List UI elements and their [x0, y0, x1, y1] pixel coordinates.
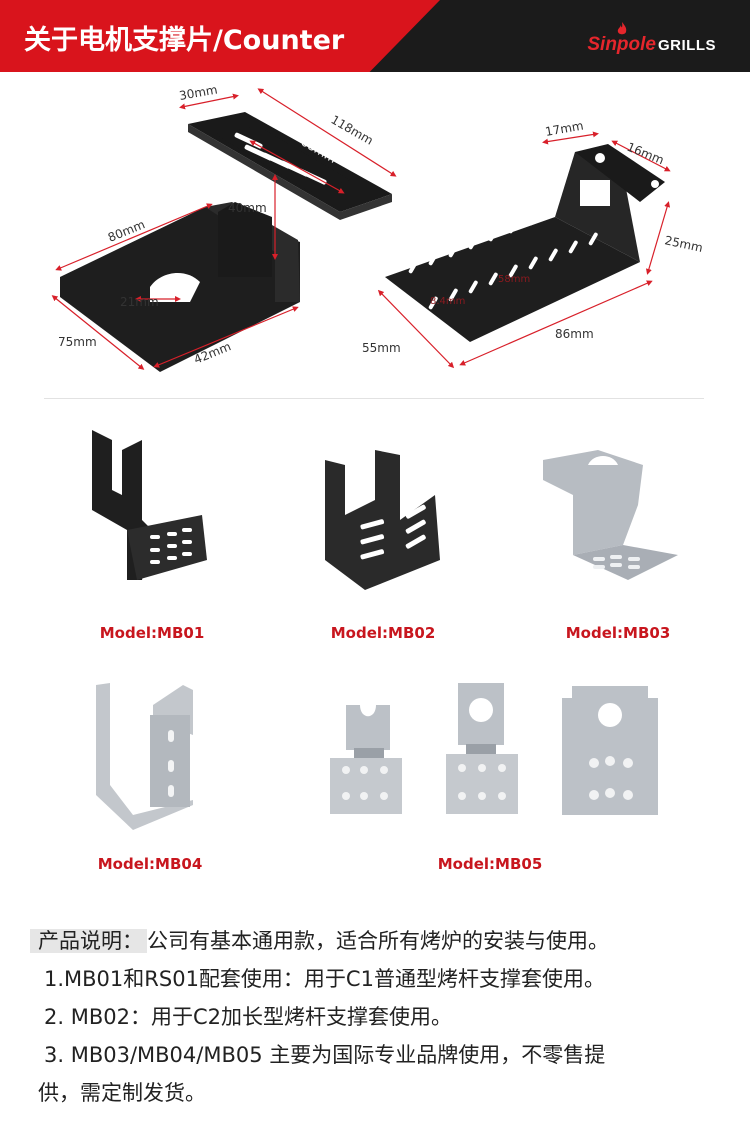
header-red-band — [0, 0, 440, 72]
model-label-mb05: Model:MB05 — [437, 855, 543, 873]
section-divider — [44, 398, 704, 399]
dim-label: 30mm — [178, 82, 219, 102]
description-intro-line: 产品说明：公司有基本通用款，适合所有烤炉的安装与使用。 — [30, 922, 730, 960]
description-item: 2. MB02：用于C2加长型烤杆支撑套使用。 — [44, 1005, 452, 1029]
dim-label: 40mm — [228, 201, 267, 215]
description-item: 3. MB03/MB04/MB05 主要为国际专业品牌使用，不零售提 — [44, 1043, 606, 1067]
page-title: 关于电机支撑片/Counter — [24, 25, 345, 56]
product-description: 产品说明：公司有基本通用款，适合所有烤炉的安装与使用。 1.MB01和RS01配… — [30, 922, 730, 1112]
brand-flame-icon — [617, 22, 627, 35]
model-label-mb02: Model:MB02 — [330, 624, 436, 642]
description-item: 供，需定制发货。 — [38, 1081, 206, 1105]
dim-label: 25mm — [663, 233, 704, 255]
mb05-product-image-a — [330, 705, 402, 814]
dim-label: 58mm — [498, 274, 530, 285]
description-label: 产品说明： — [30, 929, 147, 953]
mb04-product-image — [96, 683, 193, 830]
dim-label: 8.4mm — [430, 296, 465, 307]
description-intro: 公司有基本通用款，适合所有烤炉的安装与使用。 — [147, 929, 609, 953]
mb02-product-image — [325, 450, 440, 590]
dim-label: 118mm — [329, 112, 376, 147]
model-label-mb03: Model:MB03 — [565, 624, 671, 642]
right-bracket-drawing — [385, 144, 665, 342]
mb03-product-image — [543, 450, 678, 580]
dim-label: 55mm — [362, 341, 401, 355]
model-label-mb04: Model:MB04 — [97, 855, 203, 873]
dim-label: 75mm — [58, 335, 97, 349]
dim-label: 17mm — [544, 118, 585, 138]
description-item: 1.MB01和RS01配套使用：用于C1普通型烤杆支撑套使用。 — [44, 967, 605, 991]
mb01-product-image — [92, 430, 207, 580]
mb05-product-image-b — [446, 683, 518, 814]
mb05-product-image-c — [562, 686, 658, 815]
dimension-diagram: 30mm 118mm 68mm 40mm 80mm 21mm 75mm 42mm… — [51, 82, 704, 372]
model-label-mb01: Model:MB01 — [99, 624, 205, 642]
dim-label: 86mm — [555, 327, 594, 341]
dim-label: 21mm — [120, 295, 159, 309]
